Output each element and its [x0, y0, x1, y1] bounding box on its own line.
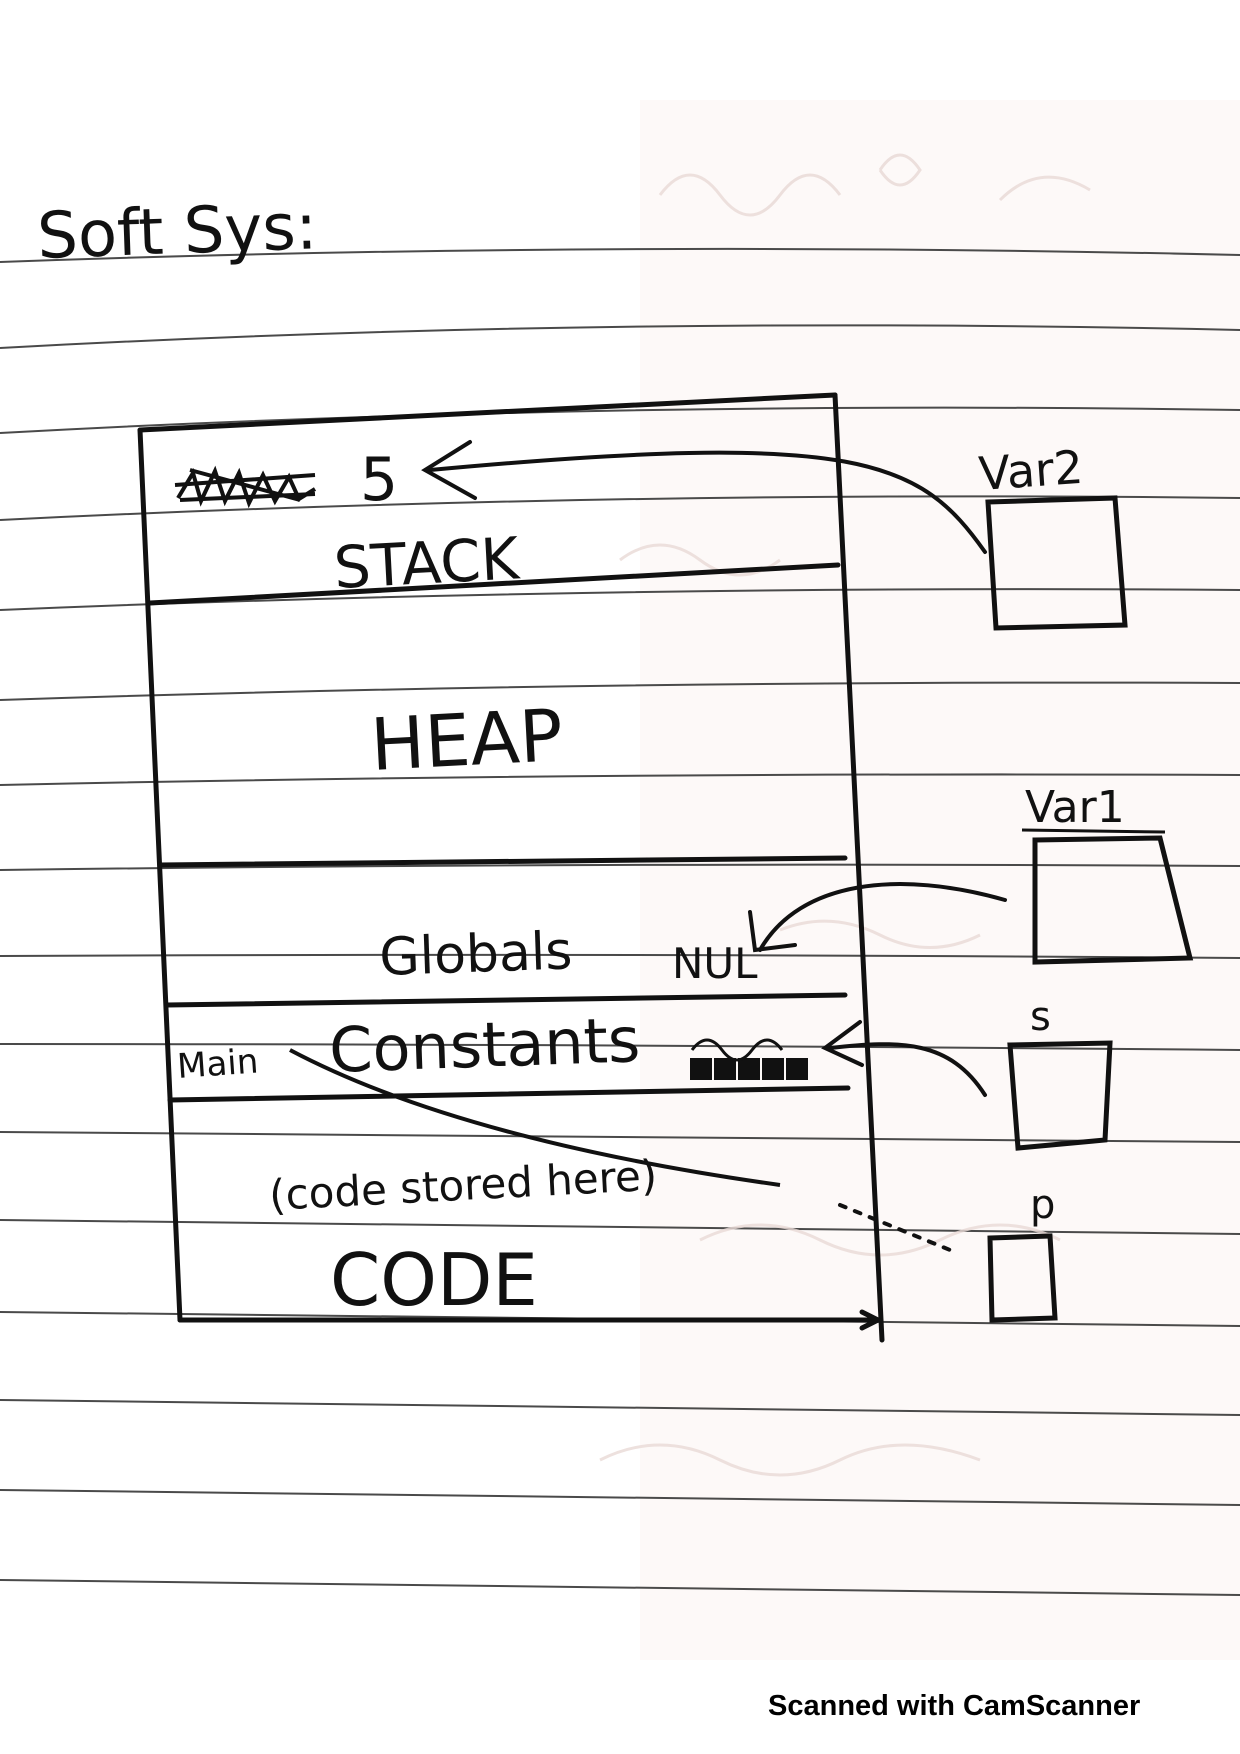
heap-globals-divider [157, 855, 848, 868]
p-pointer-dashed [838, 1203, 952, 1252]
section-dividers [147, 562, 851, 1103]
globals-null-value: NUL [672, 939, 758, 988]
constants-label: Constants [328, 1003, 641, 1087]
var2-group: Var2 [977, 440, 1128, 631]
stack-section: 5 STACK [174, 445, 522, 602]
stack-label: STACK [332, 524, 522, 602]
var1-label: Var1 [1025, 782, 1125, 833]
constants-code-divider [167, 1085, 851, 1103]
crossed-out-scribble [174, 465, 317, 509]
var2-label: Var2 [977, 440, 1085, 501]
constants-main-label: Main [176, 1041, 260, 1087]
heap-label: HEAP [368, 693, 564, 787]
p-var-group: p [987, 1182, 1058, 1323]
code-label: CODE [330, 1238, 538, 1322]
s-var-box [1007, 1040, 1113, 1151]
camscanner-watermark: Scanned with CamScanner [768, 1690, 1141, 1722]
var2-pointer-arrow [428, 450, 987, 554]
s-var-label: s [1030, 994, 1051, 1040]
p-var-box [987, 1233, 1058, 1323]
s-var-group: s [1007, 994, 1113, 1151]
page-heading: Soft Sys: [36, 190, 318, 274]
var1-pointer-arrow [758, 882, 1007, 952]
s-pointer-arrow [828, 1042, 987, 1097]
stack-heap-divider [147, 562, 841, 606]
var2-box [985, 495, 1128, 631]
stack-value: 5 [360, 445, 398, 515]
memory-layout-box [137, 392, 885, 1343]
var1-box [1032, 835, 1194, 965]
globals-constants-divider [164, 992, 848, 1008]
p-var-label: p [1030, 1182, 1055, 1228]
main-strike-line [289, 1048, 781, 1187]
constants-string-cells [690, 1038, 808, 1080]
pointer-arrows [421, 440, 1007, 1252]
globals-label: Globals [378, 921, 573, 988]
var1-group: Var1 [1021, 782, 1194, 965]
